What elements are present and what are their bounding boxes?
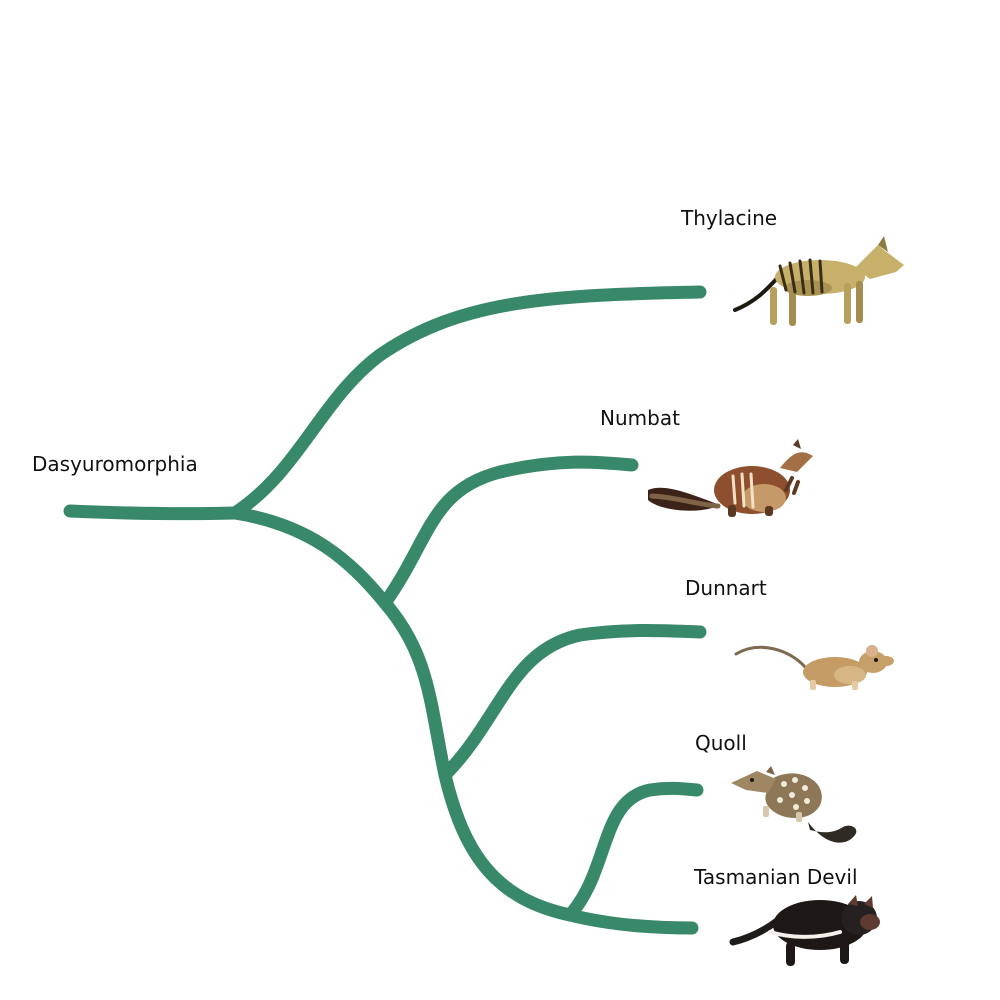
root-stem [63, 504, 242, 521]
leaf-label-quoll: Quoll [695, 731, 747, 755]
dunnart-icon [734, 645, 894, 690]
leaf-label-thylacine: Thylacine [681, 206, 778, 230]
branch-thylacine [228, 285, 707, 520]
quoll-icon [731, 766, 857, 843]
tree-branches [63, 285, 707, 935]
leaf-label-tasmanian-devil: Tasmanian Devil [694, 865, 858, 889]
branch-main-trunk [228, 506, 577, 922]
tasmanian-devil-icon [729, 895, 880, 966]
numbat-icon [648, 439, 813, 517]
branch-tasmanian-devil [563, 908, 699, 935]
leaf-label-numbat: Numbat [600, 406, 680, 430]
branch-numbat [378, 455, 639, 610]
branch-dunnart [438, 624, 707, 782]
thylacine-icon [733, 236, 904, 326]
branch-quoll [563, 781, 704, 922]
root-label: Dasyuromorphia [32, 452, 198, 476]
leaf-label-dunnart: Dunnart [685, 576, 767, 600]
